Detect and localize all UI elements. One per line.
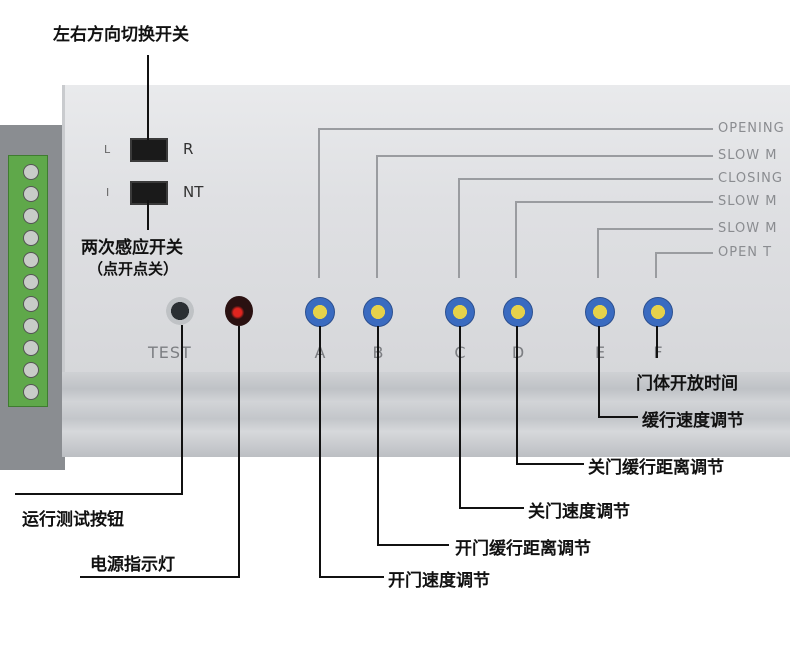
dual-sense-switch[interactable] <box>130 181 168 205</box>
terminal-screw <box>23 318 39 334</box>
test-button[interactable] <box>166 297 194 325</box>
terminal-screw <box>23 252 39 268</box>
panel-label-closing: CLOSING <box>718 171 783 186</box>
pot-label-f: F <box>648 343 668 362</box>
terminal-screw <box>23 208 39 224</box>
terminal-screw <box>23 384 39 400</box>
panel-label-slow-3: SLOW M <box>718 221 778 236</box>
leader-line <box>181 325 183 495</box>
terminal-screw <box>23 296 39 312</box>
leader-line <box>377 544 449 546</box>
panel-label-slow-1: SLOW M <box>718 148 778 163</box>
test-label: TEST <box>148 343 192 362</box>
panel-guide-line <box>458 178 460 278</box>
panel-guide-line <box>597 228 599 278</box>
callout-run-test-button: 运行测试按钮 <box>22 510 124 530</box>
panel-guide-line <box>376 155 378 278</box>
pot-d[interactable] <box>503 297 533 327</box>
leader-line <box>516 463 584 465</box>
callout-slow-speed: 缓行速度调节 <box>642 411 744 431</box>
power-led <box>225 296 253 326</box>
switch1-left-label: L <box>104 143 111 156</box>
terminal-screw <box>23 274 39 290</box>
leader-line <box>319 326 321 577</box>
direction-switch[interactable] <box>130 138 168 162</box>
controller-panel <box>62 85 790 375</box>
leader-line <box>147 200 149 230</box>
panel-label-slow-2: SLOW M <box>718 194 778 209</box>
callout-open-slow-distance: 开门缓行距离调节 <box>455 539 591 559</box>
panel-guide-line <box>655 252 713 254</box>
terminal-block <box>8 155 48 407</box>
leader-line <box>598 326 600 417</box>
callout-close-slow-distance: 关门缓行距离调节 <box>588 458 724 478</box>
terminal-screw <box>23 164 39 180</box>
pot-label-d: D <box>508 343 528 362</box>
pot-a[interactable] <box>305 297 335 327</box>
pot-c[interactable] <box>445 297 475 327</box>
pot-b[interactable] <box>363 297 393 327</box>
aluminum-rail <box>62 372 790 457</box>
callout-dual-sense-switch: 两次感应开关 <box>81 238 183 258</box>
callout-door-open-time: 门体开放时间 <box>636 374 738 394</box>
leader-line <box>516 326 518 464</box>
pot-label-e: E <box>590 343 610 362</box>
callout-close-speed: 关门速度调节 <box>528 502 630 522</box>
leader-line <box>319 576 384 578</box>
leader-line <box>15 493 183 495</box>
leader-line <box>80 576 240 578</box>
leader-line <box>459 326 461 508</box>
callout-open-speed: 开门速度调节 <box>388 571 490 591</box>
leader-line <box>377 326 379 545</box>
terminal-screw <box>23 340 39 356</box>
terminal-screw <box>23 362 39 378</box>
leader-line <box>238 326 240 578</box>
panel-guide-line <box>655 252 657 278</box>
panel-label-opening: OPENING <box>718 121 785 136</box>
callout-direction-switch: 左右方向切换开关 <box>53 25 189 45</box>
panel-label-open-time: OPEN T <box>718 245 773 260</box>
panel-guide-line <box>458 178 713 180</box>
terminal-screw <box>23 186 39 202</box>
leader-line <box>147 55 149 140</box>
panel-guide-line <box>597 228 713 230</box>
leader-line <box>598 416 638 418</box>
panel-guide-line <box>376 155 713 157</box>
terminal-screw <box>23 230 39 246</box>
panel-guide-line <box>318 128 713 130</box>
panel-guide-line <box>318 128 320 278</box>
switch1-right-label: R <box>183 140 194 158</box>
leader-line <box>459 507 524 509</box>
pot-f[interactable] <box>643 297 673 327</box>
callout-dual-sense-note: （点开点关） <box>88 260 179 278</box>
callout-power-indicator: 电源指示灯 <box>90 555 175 575</box>
panel-guide-line <box>515 201 713 203</box>
panel-guide-line <box>515 201 517 278</box>
switch2-right-label: NT <box>183 183 204 201</box>
pot-e[interactable] <box>585 297 615 327</box>
leader-line <box>656 326 658 358</box>
switch2-left-label: I <box>106 186 110 199</box>
